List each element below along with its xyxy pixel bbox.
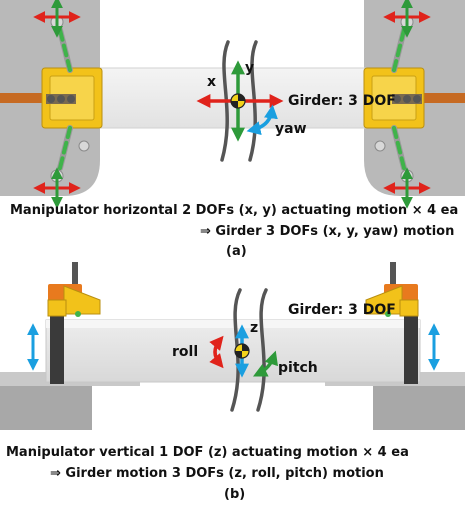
- left-top-rod: [72, 262, 78, 286]
- right-top-rod: [390, 262, 396, 286]
- pitch-arrow: [252, 350, 278, 377]
- label-yaw: yaw: [275, 121, 307, 137]
- caption-b-tag: (b): [224, 487, 246, 502]
- roll-arrow: [209, 335, 224, 369]
- right-actuator-b: [365, 284, 419, 317]
- caption-a-line2: ⇒ Girder 3 DOFs (x, y, yaw) motion: [200, 224, 455, 239]
- manipulator-xy-arrow-bl: [33, 167, 81, 209]
- label-y: y: [245, 60, 254, 76]
- right-floor-block: [373, 384, 465, 430]
- left-orange-rod: [0, 93, 48, 103]
- manipulator-xy-arrow-tr: [383, 0, 431, 38]
- caption-a-tag: (a): [226, 244, 247, 259]
- caption-a-line1: Manipulator horizontal 2 DOFs (x, y) act…: [10, 203, 459, 218]
- caption-b-line1: Manipulator vertical 1 DOF (z) actuating…: [6, 445, 409, 460]
- manipulator-xy-arrow-tl: [33, 0, 81, 38]
- center-of-mass-icon-b: [234, 343, 250, 359]
- left-post: [50, 300, 64, 384]
- label-roll: roll: [172, 344, 198, 360]
- label-girder-dof-b: Girder: 3 DOF: [288, 302, 396, 318]
- label-z: z: [250, 320, 258, 336]
- girder-top-edge: [46, 320, 420, 328]
- left-yellow-block: [41, 67, 103, 129]
- label-girder-dof-a: Girder: 3 DOF: [288, 93, 396, 109]
- label-pitch: pitch: [278, 360, 318, 376]
- yaw-arrow: [246, 104, 278, 136]
- right-post: [404, 300, 418, 384]
- manipulator-xy-arrow-br: [383, 167, 431, 209]
- left-actuator-b: [47, 284, 101, 317]
- break-lines-a: [220, 40, 258, 162]
- left-floor-block: [0, 384, 92, 430]
- caption-b-line2: ⇒ Girder motion 3 DOFs (z, roll, pitch) …: [50, 466, 384, 481]
- label-x: x: [207, 74, 216, 90]
- panel-b-side-view: z roll pitch Girder: 3 DOF: [0, 262, 465, 430]
- center-of-mass-icon-a: [230, 93, 246, 109]
- girder-side: [45, 319, 421, 383]
- right-orange-rod: [418, 93, 465, 103]
- panel-a-top-view: x y yaw Girder: 3 DOF: [0, 0, 465, 209]
- right-yellow-block: [363, 67, 425, 129]
